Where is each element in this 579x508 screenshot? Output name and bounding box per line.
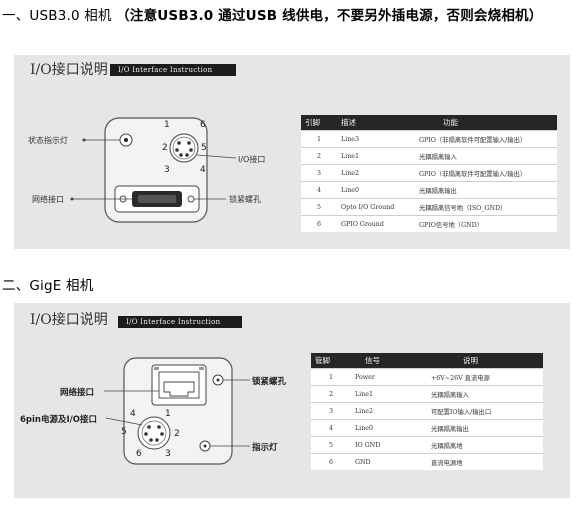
gige-table-header-signal: 信号: [351, 353, 427, 369]
table-cell: 光耦隔离信号地（ISO_GND）: [415, 198, 557, 216]
gige-panel-title: I/O接口说明: [30, 312, 108, 328]
usb3-status-led-label: 状态指示灯: [28, 136, 68, 145]
gige-network-port-icon: [151, 364, 207, 406]
table-cell: 1: [311, 368, 351, 386]
table-row: 2 Line1 光耦隔离输入: [311, 385, 543, 403]
usb3-pin-3: 3: [164, 165, 170, 175]
table-row: 3 Line2 可配置IO输入/输出口: [311, 402, 543, 420]
usb3-io-panel: I/O接口说明 I/O Interface Instruction: [14, 55, 570, 249]
table-cell: GPIO（非隔离软件可配置输入/输出）: [415, 164, 557, 182]
section1-heading: 一、USB3.0 相机 （注意USB3.0 通过USB 线供电，不要另外插电源，…: [2, 6, 577, 26]
table-cell: 可配置IO输入/输出口: [427, 402, 543, 420]
table-cell: Line2: [337, 164, 415, 182]
gige-power-io-connector-icon: [137, 416, 171, 450]
usb3-table-header-pin: 引脚: [301, 115, 337, 131]
usb3-camera-diagram: [70, 117, 237, 223]
usb3-network-port-label: 网络接口: [32, 195, 64, 204]
gige-pin-5: 5: [121, 427, 127, 437]
table-cell: IO GND: [351, 436, 427, 454]
usb3-pin-2: 2: [162, 143, 168, 153]
table-cell: 2: [301, 147, 337, 165]
section2-heading: 二、GigE 相机: [2, 278, 94, 294]
table-cell: Line3: [337, 130, 415, 148]
table-cell: Line1: [337, 147, 415, 165]
gige-table-header-desc: 说明: [427, 353, 543, 369]
table-cell: 6: [301, 215, 337, 232]
usb3-table-header-desc: 描述: [337, 115, 415, 131]
table-cell: +6V~26V 直流电源: [427, 368, 543, 386]
table-row: 3 Line2 GPIO（非隔离软件可配置输入/输出）: [301, 164, 557, 182]
table-cell: Line0: [351, 419, 427, 437]
gige-power-io-label: 6pin电源及I/O接口: [20, 415, 97, 425]
usb3-pin-1: 1: [164, 120, 170, 130]
table-cell: 3: [301, 164, 337, 182]
table-cell: 5: [311, 436, 351, 454]
usb3-pin-5: 5: [201, 143, 207, 153]
gige-table-header-pin: 管脚: [311, 353, 351, 369]
table-cell: Power: [351, 368, 427, 386]
table-cell: 光耦隔离输入: [415, 147, 557, 165]
table-cell: GND: [351, 453, 427, 470]
table-row: 6 GND 直流电源地: [311, 453, 543, 470]
usb3-io-connector-icon: [169, 133, 199, 163]
gige-network-port-label: 网络接口: [60, 388, 95, 398]
gige-pin-1: 1: [165, 409, 171, 419]
table-cell: Opto I/O Ground: [337, 198, 415, 216]
gige-pin-2: 2: [174, 429, 180, 439]
table-cell: GPIO（非隔离软件可配置输入/输出）: [415, 130, 557, 148]
usb3-status-led-icon: [119, 133, 133, 147]
table-cell: 4: [301, 181, 337, 199]
table-cell: 2: [311, 385, 351, 403]
table-cell: 光耦隔离输入: [427, 385, 543, 403]
table-cell: 1: [301, 130, 337, 148]
table-cell: 4: [311, 419, 351, 437]
gige-panel-badge: I/O Interface Instruction: [118, 316, 242, 328]
table-cell: 光耦隔离输出: [427, 419, 543, 437]
gige-camera-diagram: [104, 357, 250, 465]
usb3-panel-badge: I/O Interface Instruction: [110, 64, 236, 76]
gige-io-panel: I/O接口说明 I/O Interface Instruction: [14, 303, 570, 498]
gige-lock-screw-icon: [212, 374, 224, 386]
table-row: 4 Line0 光耦隔离输出: [311, 419, 543, 437]
gige-pin-6: 6: [136, 449, 142, 459]
section1-heading-prefix: 一、USB3.0 相机: [2, 8, 117, 24]
usb3-pin-table: 引脚 描述 功能 1 Line3 GPIO（非隔离软件可配置输入/输出） 2 L…: [301, 115, 557, 232]
section1-heading-warning: （注意USB3.0 通过USB 线供电，不要另外插电源，否则会烧相机）: [116, 8, 543, 24]
table-row: 6 GPIO Ground GPIO信号地（GND）: [301, 215, 557, 232]
usb3-panel-title: I/O接口说明: [30, 62, 108, 78]
table-cell: Line0: [337, 181, 415, 199]
table-row: 2 Line1 光耦隔离输入: [301, 147, 557, 165]
usb3-lock-screw-label: 锁紧螺孔: [229, 195, 261, 204]
gige-pin-4: 4: [130, 409, 136, 419]
gige-table-header-row: 管脚 信号 说明: [311, 353, 543, 369]
usb3-table-header-row: 引脚 描述 功能: [301, 115, 557, 131]
usb3-pin-4: 4: [200, 165, 206, 175]
usb3-pin-6: 6: [200, 120, 206, 130]
table-row: 5 IO GND 光耦隔离地: [311, 436, 543, 454]
table-cell: 5: [301, 198, 337, 216]
gige-indicator-led-icon: [199, 440, 211, 452]
table-row: 1 Power +6V~26V 直流电源: [311, 368, 543, 386]
usb3-io-port-label: I/O接口: [238, 155, 266, 164]
table-cell: 直流电源地: [427, 453, 543, 470]
gige-lock-screw-label: 锁紧螺孔: [252, 377, 287, 387]
gige-pin-3: 3: [165, 449, 171, 459]
table-cell: 6: [311, 453, 351, 470]
gige-pin-table: 管脚 信号 说明 1 Power +6V~26V 直流电源 2 Line1 光耦…: [311, 353, 543, 470]
table-cell: 光耦隔离输出: [415, 181, 557, 199]
table-cell: 3: [311, 402, 351, 420]
table-cell: GPIO信号地（GND）: [415, 215, 557, 232]
usb3-table-header-func: 功能: [415, 115, 557, 131]
table-row: 1 Line3 GPIO（非隔离软件可配置输入/输出）: [301, 130, 557, 148]
usb3-network-port-icon: [114, 185, 200, 213]
gige-indicator-label: 指示灯: [252, 443, 278, 453]
table-cell: Line2: [351, 402, 427, 420]
table-cell: GPIO Ground: [337, 215, 415, 232]
table-row: 5 Opto I/O Ground 光耦隔离信号地（ISO_GND）: [301, 198, 557, 216]
table-cell: Line1: [351, 385, 427, 403]
table-row: 4 Line0 光耦隔离输出: [301, 181, 557, 199]
table-cell: 光耦隔离地: [427, 436, 543, 454]
